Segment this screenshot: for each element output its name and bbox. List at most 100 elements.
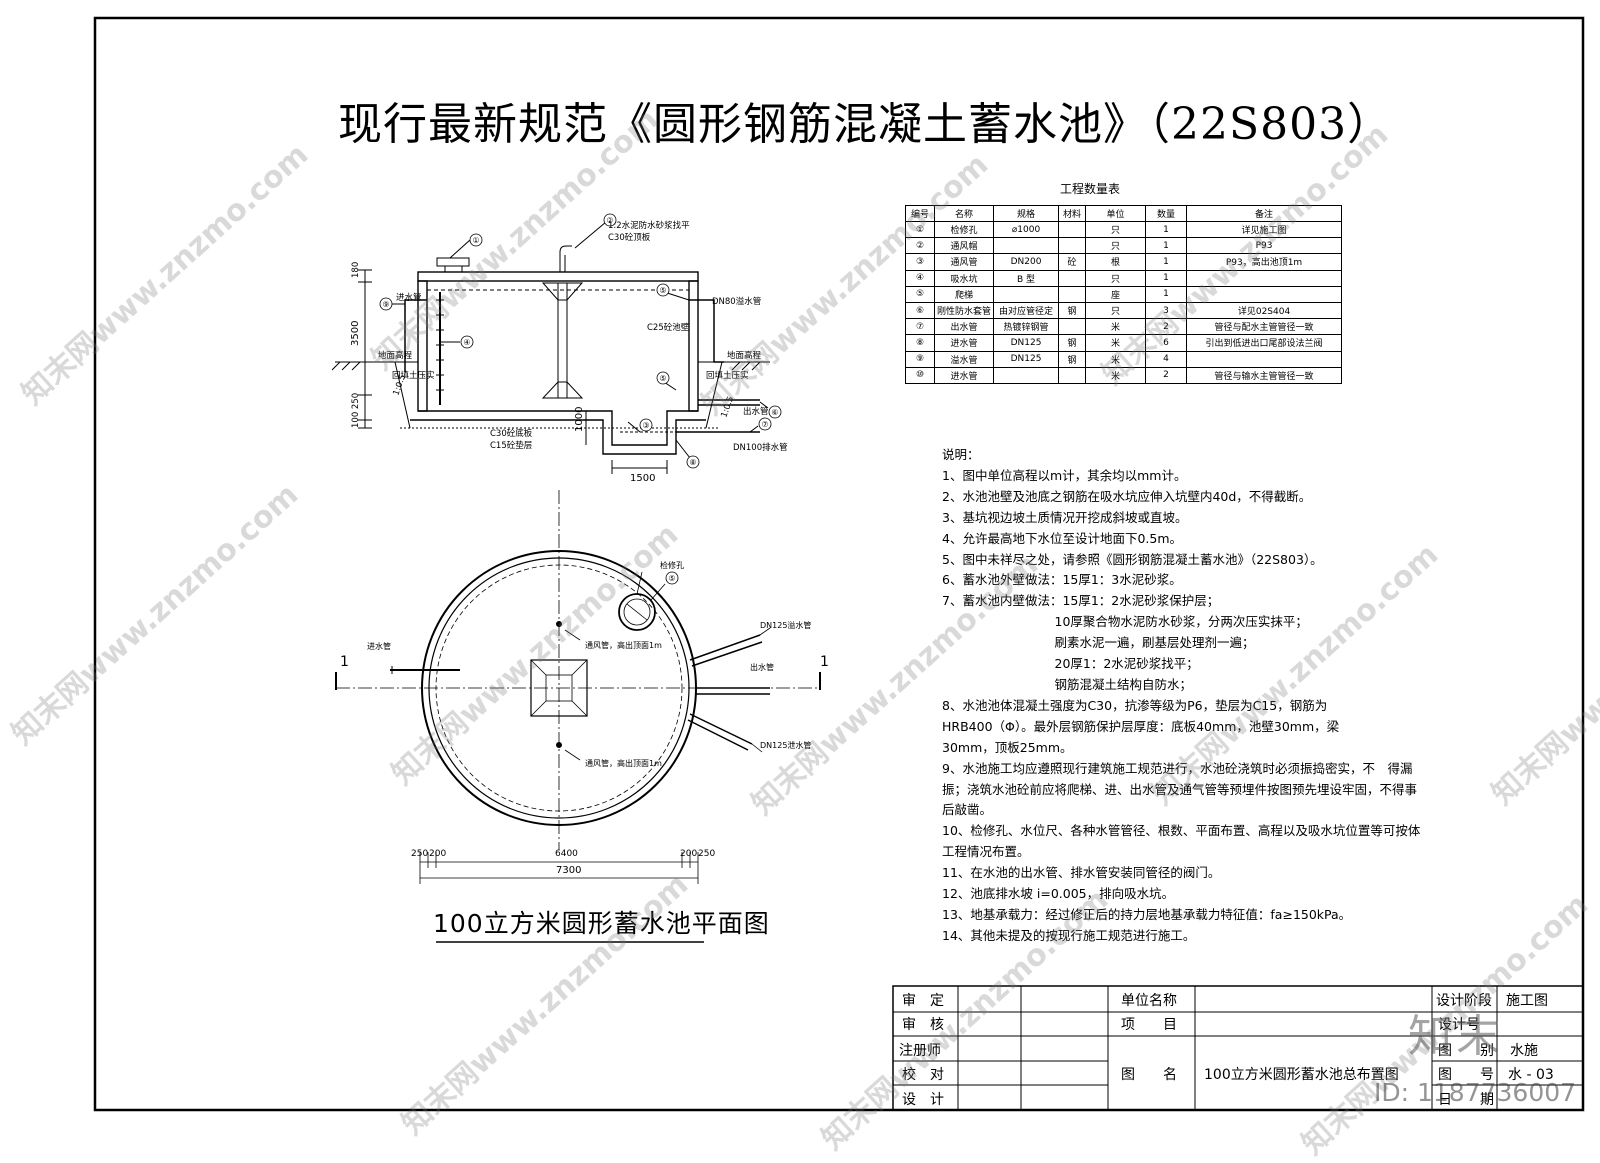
section-view (331, 221, 770, 474)
table-cell: 6 (1145, 334, 1188, 352)
table-cell: 钢 (1058, 350, 1087, 368)
table-cell: 只 (1085, 301, 1147, 320)
tb-label-3: 图 别 (1438, 1043, 1494, 1059)
note-line: 11、在水池的出水管、排水管安装同管径的阀门。 (942, 865, 1221, 881)
tb-label-4: 图 号 (1438, 1067, 1494, 1083)
table-cell: 4 (1145, 350, 1188, 368)
table-cell: 管径与配水主管管径一致 (1186, 318, 1343, 336)
table-cell: 通风管 (933, 253, 995, 271)
tb-label-2: 设计号 (1438, 1017, 1480, 1033)
table-cell: ① (905, 220, 935, 239)
note-line: 30mm，顶板25mm。 (942, 739, 1073, 755)
table-cell: B 型 (993, 269, 1060, 287)
table-cell: P93，高出池顶1m (1186, 253, 1343, 271)
note-line: 2、水池池壁及池底之钢筋在吸水坑应伸入坑壁内40d，不得截断。 (942, 488, 1312, 504)
table-cell (1058, 237, 1087, 255)
plan-overflow-label: DN125溢水管 (760, 620, 811, 630)
tb-project-label: 项 目 (1121, 1017, 1177, 1033)
note-line: 10厚聚合物水泥防水砂浆，分两次压实抹平； (942, 614, 1308, 630)
section-markers (379, 213, 782, 469)
table-cell: ③ (905, 253, 935, 271)
dim-7300: 7300 (556, 865, 581, 876)
plan-inlet-label: 进水管 (367, 641, 391, 651)
table-cell: 1 (1145, 237, 1188, 255)
tb-role-1: 审 定 (902, 993, 944, 1009)
backfill-left-label: 回填土压实 (392, 370, 435, 381)
design-notes: 说明： 1、图中单位高程以m计，其余均以mm计。 2、水池池壁及池底之钢筋在吸水坑应… (942, 445, 1482, 947)
table-cell: 1 (1145, 269, 1188, 287)
table-cell: 2 (1145, 318, 1188, 336)
tb-stage-label: 设计阶段 (1436, 993, 1492, 1009)
note-line: 13、地基承载力：经过修正后的持力层地基承载力特征值：fa≥150kPa。 (942, 906, 1352, 922)
note-line: 14、其他未提及的按现行施工规范进行施工。 (942, 927, 1196, 943)
note-line: 工程情况布置。 (942, 844, 1030, 860)
section-marker-numbers: ① ② ⑨ ④ ⑤ ⑤ ③ ⑥ ⑦ ⑧ (382, 216, 778, 467)
table-cell: 引出到低进出口尾部设法兰阀 (1186, 334, 1343, 352)
tb-role-4: 校 对 (902, 1067, 944, 1083)
outlet-label: 出水管 (743, 406, 769, 417)
table-cell: 1 (1145, 253, 1188, 271)
dim-width: 1500 (630, 473, 655, 484)
title-block (892, 985, 1584, 1111)
section-mark-right: 1 (820, 654, 829, 670)
drain-label: DN100排水管 (733, 442, 788, 453)
table-cell: 2 (1145, 366, 1188, 384)
sheet-border (93, 16, 1585, 1112)
tb-unit-label: 单位名称 (1121, 993, 1177, 1009)
table-cell: 砼 (1058, 253, 1087, 271)
svg-text:⑧: ⑧ (689, 458, 696, 467)
table-cell (1058, 366, 1087, 384)
table-cell (1058, 318, 1087, 336)
svg-text:②: ② (606, 216, 613, 225)
table-cell: 米 (1085, 334, 1147, 352)
section-mark-left: 1 (340, 654, 349, 670)
ground-left-label: 地面高程 (378, 350, 413, 361)
table-cell: ⑧ (905, 334, 935, 352)
note-line: 5、图中未祥尽之处，请参照《圆形钢筋混凝土蓄水池》（22S803）。 (942, 551, 1323, 567)
plan-drain-label: DN125泄水管 (760, 740, 811, 750)
svg-text:③: ③ (642, 421, 649, 430)
note-line: 说明： (942, 447, 980, 462)
svg-text:⑤: ⑤ (659, 374, 666, 383)
table-cell: 米 (1085, 350, 1147, 368)
plan-marker (665, 571, 679, 585)
table-cell: ④ (905, 269, 935, 287)
dim-sump: 1000 (574, 407, 585, 432)
table-cell: ⑩ (905, 366, 935, 384)
table-cell: 详见02S404 (1186, 301, 1343, 320)
table-cell (1058, 285, 1087, 303)
table-cell: 通风帽 (933, 237, 995, 255)
tb-drawing-name-label: 图 名 (1121, 1067, 1177, 1083)
drawing-title: 现行最新规范《圆形钢筋混凝土蓄水池》（22S803） (338, 99, 1393, 150)
dim-height: 3500 (350, 321, 361, 346)
table-cell: 1 (1145, 220, 1188, 239)
plan-view (335, 490, 821, 943)
note-line: 7、蓄水池内壁做法：15厚1：2水泥砂浆保护层； (942, 593, 1220, 609)
table-cell: DN200 (993, 253, 1060, 271)
table-cell (1058, 220, 1087, 239)
table-cell: ⑤ (905, 285, 935, 303)
id-tag: ID: 1187736007 (1374, 1078, 1577, 1107)
manhole-marker: ⑤ (668, 574, 675, 583)
svg-text:⑥: ⑥ (771, 408, 778, 417)
note-line: 振；浇筑水池砼前应将爬梯、进、出水管及通气管等预埋件按图预先埋设牢固，不得事 (942, 781, 1418, 797)
table-cell (993, 237, 1060, 255)
note-line: 1、图中单位高程以m计，其余均以mm计。 (942, 467, 1187, 483)
dim-bottom: 100 250 (351, 393, 361, 428)
table-cell: 钢 (1058, 301, 1087, 320)
table-cell: 检修孔 (933, 220, 995, 239)
note-line: 钢筋混凝土结构自防水； (942, 676, 1193, 692)
table-cell: 只 (1085, 220, 1147, 239)
ground-right-label: 地面高程 (727, 350, 762, 361)
note-line: 后敲凿。 (942, 802, 993, 818)
dim-250a: 250 (411, 849, 428, 859)
tb-role-5: 设 计 (902, 1092, 944, 1108)
drawing-sheet: 1:2水泥防水砂浆找平 C30砼顶板 进水管 DN80溢水管 C25砼池壁 地面… (93, 16, 1585, 1112)
